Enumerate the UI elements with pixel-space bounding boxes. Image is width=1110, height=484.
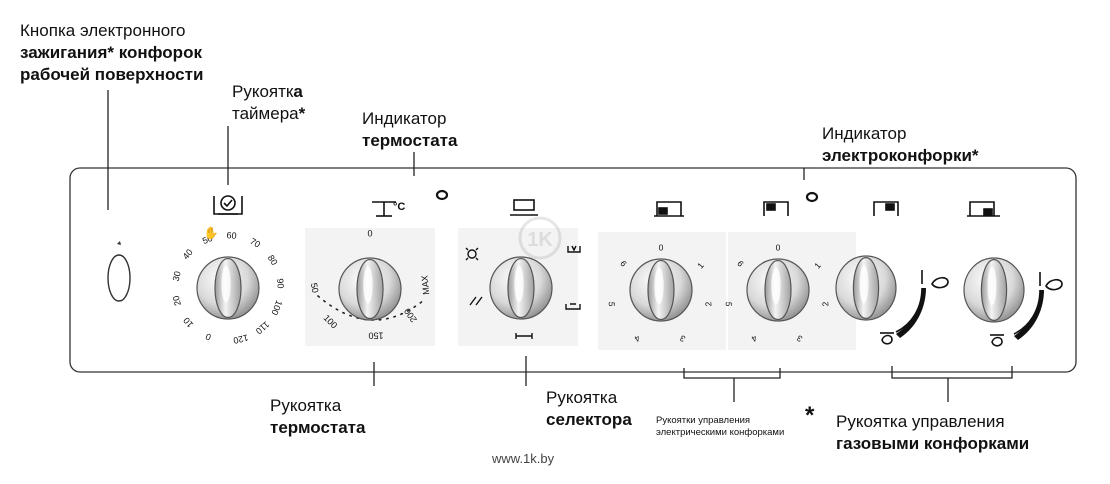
timer-label-line2-bold: *	[298, 104, 306, 123]
electric-scale-label: 0	[659, 242, 664, 252]
front-right-hob-symbol-icon	[967, 201, 1000, 217]
timer-scale-label: 0	[204, 331, 212, 342]
thermostat-knob-line1: Рукоятка	[270, 396, 342, 415]
electric-scale-label: 2	[820, 301, 830, 307]
electric-knobs-label: Рукоятки управления электрическими конфо…	[656, 415, 784, 439]
asterisk-mark: *	[805, 402, 815, 429]
timer-knob[interactable]	[196, 256, 260, 320]
ignition-label-line1: Кнопка электронного	[20, 21, 186, 40]
timer-scale-label: 90	[275, 278, 286, 289]
timer-scale-label: 120	[232, 332, 249, 345]
thermostat-unit-label: °C	[393, 201, 405, 213]
gas-hob-knob-1[interactable]	[835, 255, 897, 321]
gas-knob-line1: Рукоятка управления	[836, 412, 1005, 431]
timer-scale-label: 80	[266, 253, 280, 267]
timer-manual-icon: ✋	[204, 226, 219, 240]
electric-scale-label: 1	[695, 260, 706, 270]
gas-flame-wedges	[896, 288, 1044, 340]
watermark-logo: 1K	[518, 216, 562, 260]
timer-symbol-icon	[213, 195, 243, 215]
rear-right-hob-symbol-icon	[873, 201, 899, 216]
timer-scale-label: 10	[181, 315, 195, 329]
electric-hob-scale-1: 0 1 2 3 4 5 6	[607, 242, 714, 344]
electric-knobs-line1: Рукоятки управления	[656, 415, 751, 426]
timer-scale-label: 40	[181, 247, 195, 261]
electric-scale-label: 3	[678, 333, 687, 344]
timer-scale-label: 60	[226, 230, 237, 241]
leader-lines	[107, 90, 1013, 402]
thermostat-indicator-line2: термостата	[362, 131, 458, 150]
thermostat-symbol-icon	[372, 201, 396, 217]
watermark-url: www.1k.by	[492, 451, 555, 466]
hob-indicator-line2: электроконфорки*	[822, 146, 979, 165]
ignition-label-line3-rest: поверхности	[90, 65, 204, 84]
ignition-label-line2-rest: конфорок	[113, 43, 202, 62]
timer-scale-label: 30	[171, 270, 183, 282]
timer-label-line2: таймера	[232, 104, 299, 123]
rear-left-hob-symbol-icon	[763, 201, 789, 216]
selector-knob[interactable]	[489, 256, 553, 320]
ignition-label-line3-bold: рабочей	[20, 65, 91, 84]
timer-scale-label: 70	[248, 236, 262, 250]
thermostat-scale-top: 0	[367, 228, 372, 238]
ignition-button[interactable]	[107, 241, 131, 302]
selector-knob-line1: Рукоятка	[546, 388, 618, 407]
thermostat-knob[interactable]	[338, 257, 402, 321]
electric-hob-knob-2[interactable]	[746, 258, 810, 322]
thermostat-scale-left: 50	[309, 282, 321, 294]
thermostat-indicator-lamp	[435, 189, 449, 201]
timer-scale-label: 20	[171, 295, 183, 307]
thermostat-knob-label: Рукоятка термостата	[270, 395, 365, 439]
hob-indicator-label: Индикатор электроконфорки*	[822, 123, 979, 167]
electric-scale-label: 4	[633, 333, 642, 344]
electric-hob-scale-2: 0 1 2 3 4 5 6	[724, 242, 831, 344]
svg-text:1K: 1K	[527, 229, 553, 251]
selector-function-glyphs	[465, 245, 581, 339]
front-left-hob-symbol-icon	[654, 201, 684, 217]
timer-knob-label: Рукоятка таймера*	[232, 81, 305, 125]
thermostat-scale-bottom: 150	[368, 331, 383, 341]
thermostat-indicator-label: Индикатор термостата	[362, 108, 457, 152]
electric-knobs-line2: электрическими конфорками	[656, 427, 785, 438]
electric-scale-label: 3	[795, 333, 804, 344]
electric-scale-label: 5	[724, 301, 734, 307]
timer-scale-label: 50	[201, 233, 214, 246]
electric-scale-label: 5	[607, 301, 617, 307]
hob-indicator-lamp	[805, 191, 819, 203]
selector-knob-line2: селектора	[546, 410, 632, 429]
electric-scale-label: 1	[812, 260, 823, 270]
electric-hob-knob-1[interactable]	[629, 258, 693, 322]
thermostat-scale-right: MAX	[420, 275, 432, 295]
electric-scale-label: 2	[703, 301, 713, 307]
electric-scale-label: 6	[618, 258, 629, 268]
ignition-label-line2-bold: зажигания*	[20, 43, 114, 62]
timer-label-line1: Рукоятк	[232, 82, 294, 101]
gas-hob-knob-2[interactable]	[963, 257, 1025, 323]
selector-knob-label: Рукоятка селектора	[546, 387, 632, 431]
ignition-button-label: Кнопка электронного зажигания* конфорок …	[20, 20, 203, 86]
electric-scale-label: 0	[776, 242, 781, 252]
selector-symbol-icon	[510, 199, 538, 216]
gas-knob-line2: газовыми конфорками	[836, 434, 1030, 453]
thermostat-knob-line2: термостата	[270, 418, 366, 437]
electric-scale-label: 6	[735, 258, 746, 268]
thermostat-indicator-line1: Индикатор	[362, 109, 447, 128]
hob-indicator-line1: Индикатор	[822, 124, 907, 143]
knobs	[196, 255, 1025, 323]
gas-knob-label: Рукоятка управления газовыми конфорками	[836, 411, 1029, 455]
timer-label-line1-bold: а	[293, 82, 303, 101]
electric-scale-label: 4	[750, 333, 759, 344]
